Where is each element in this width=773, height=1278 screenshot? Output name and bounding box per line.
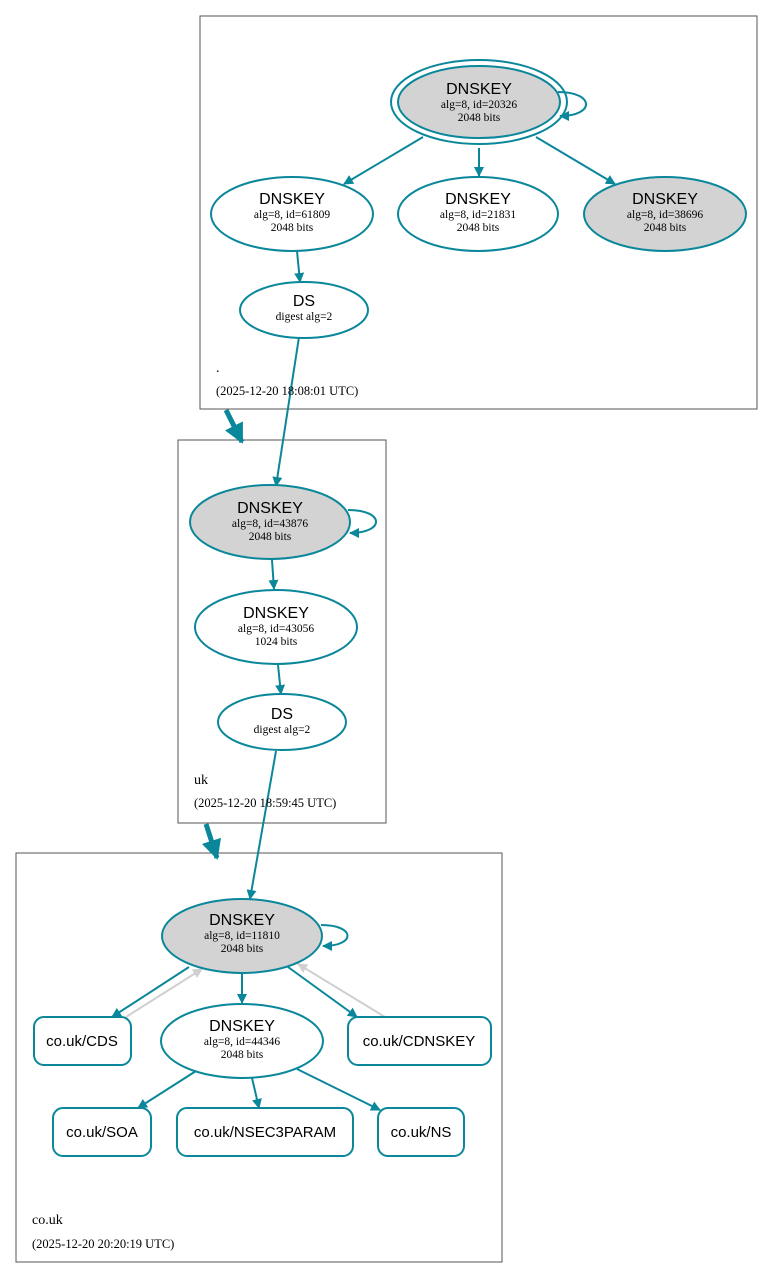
couk-soa-node[interactable]: co.uk/SOA — [52, 1107, 152, 1157]
root-ksk-node[interactable]: DNSKEY alg=8, id=20326 2048 bits — [390, 59, 568, 145]
root-ds-shape — [239, 281, 369, 339]
couk-cdnskey-label: co.uk/CDNSKEY — [363, 1033, 476, 1050]
edge-root-ksk-zsk1 — [343, 136, 424, 185]
couk-ksk-node[interactable]: DNSKEY alg=8, id=11810 2048 bits — [161, 898, 323, 974]
couk-ns-shape — [377, 1107, 465, 1157]
couk-ksk-bits: 2048 bits — [221, 943, 264, 955]
uk-ds-shape — [217, 693, 347, 751]
edge-root-ds-uk-ksk — [272, 336, 300, 487]
root-ksk-title: DNSKEY — [446, 81, 512, 98]
root-ksk2-node[interactable]: DNSKEY alg=8, id=38696 2048 bits — [583, 176, 747, 252]
edge-root-zsk1-ds — [294, 250, 305, 283]
edge-couk-zsk-soa — [137, 1070, 197, 1109]
couk-nsec3param-node[interactable]: co.uk/NSEC3PARAM — [176, 1107, 354, 1157]
zone-uk-label: uk — [194, 773, 208, 788]
root-ds-node[interactable]: DS digest alg=2 — [239, 281, 369, 339]
couk-zsk-title: DNSKEY — [209, 1018, 275, 1035]
uk-zsk-id: alg=8, id=43056 — [238, 623, 314, 635]
zone-root-box — [199, 15, 758, 410]
zone-uk-timestamp: (2025-12-20 18:59:45 UTC) — [194, 796, 336, 810]
couk-ns-label: co.uk/NS — [391, 1124, 452, 1141]
root-zsk1-id: alg=8, id=61809 — [254, 209, 330, 221]
couk-ksk-shape — [161, 898, 323, 974]
root-zsk2-bits: 2048 bits — [457, 222, 500, 234]
delegation-arrow-uk-couk — [201, 823, 221, 860]
edge-uk-zsk-ds — [275, 664, 286, 695]
couk-zsk-shape — [160, 1003, 324, 1079]
couk-nsec3param-shape — [176, 1107, 354, 1157]
couk-cds-node[interactable]: co.uk/CDS — [33, 1016, 132, 1066]
uk-zsk-node[interactable]: DNSKEY alg=8, id=43056 1024 bits — [194, 589, 358, 665]
couk-zsk-id: alg=8, id=44346 — [204, 1036, 280, 1048]
zone-couk-timestamp: (2025-12-20 20:20:19 UTC) — [32, 1237, 174, 1251]
uk-ksk-id: alg=8, id=43876 — [232, 518, 308, 530]
couk-cdnskey-shape — [347, 1016, 492, 1066]
uk-ds-title: DS — [271, 706, 293, 723]
uk-ksk-shape — [189, 484, 351, 560]
couk-soa-label: co.uk/SOA — [66, 1124, 138, 1141]
root-zsk1-title: DNSKEY — [259, 191, 325, 208]
couk-cds-shape — [33, 1016, 132, 1066]
zone-uk-box — [177, 439, 387, 824]
root-ksk2-title: DNSKEY — [632, 191, 698, 208]
edge-couk-ksk-cdnskey — [287, 966, 358, 1018]
root-zsk1-shape — [210, 176, 374, 252]
zone-couk-label: co.uk — [32, 1213, 63, 1228]
root-zsk1-bits: 2048 bits — [271, 222, 314, 234]
root-zsk2-node[interactable]: DNSKEY alg=8, id=21831 2048 bits — [397, 176, 559, 252]
uk-ds-digest: digest alg=2 — [254, 724, 311, 736]
delegation-arrow-root-uk — [223, 408, 245, 444]
root-zsk2-shape — [397, 176, 559, 252]
zone-root-label: . — [216, 361, 220, 376]
zone-root-timestamp: (2025-12-20 18:08:01 UTC) — [216, 384, 358, 398]
couk-soa-shape — [52, 1107, 152, 1157]
root-ds-digest: digest alg=2 — [276, 311, 333, 323]
root-ksk2-shape — [583, 176, 747, 252]
couk-ksk-id: alg=8, id=11810 — [204, 930, 280, 942]
edge-root-ksk-self — [557, 91, 587, 121]
root-ksk-shape — [397, 65, 561, 139]
edge-root-ksk-ksk2 — [535, 136, 616, 185]
uk-ksk-bits: 2048 bits — [249, 531, 292, 543]
root-zsk1-node[interactable]: DNSKEY alg=8, id=61809 2048 bits — [210, 176, 374, 252]
root-ksk-bits: 2048 bits — [458, 112, 501, 124]
uk-zsk-shape — [194, 589, 358, 665]
edge-uk-ds-couk-ksk — [246, 750, 277, 900]
root-ds-title: DS — [293, 293, 315, 310]
edge-couk-ksk-self — [320, 924, 349, 951]
root-ksk2-id: alg=8, id=38696 — [627, 209, 703, 221]
uk-ksk-title: DNSKEY — [237, 500, 303, 517]
edge-couk-ksk-cds — [111, 966, 190, 1018]
uk-ds-node[interactable]: DS digest alg=2 — [217, 693, 347, 751]
couk-cdnskey-node[interactable]: co.uk/CDNSKEY — [347, 1016, 492, 1066]
edge-couk-cdnskey-ksk — [297, 963, 386, 1018]
couk-cds-label: co.uk/CDS — [46, 1033, 118, 1050]
couk-zsk-node[interactable]: DNSKEY alg=8, id=44346 2048 bits — [160, 1003, 324, 1079]
root-zsk2-title: DNSKEY — [445, 191, 511, 208]
uk-zsk-bits: 1024 bits — [255, 636, 298, 648]
uk-ksk-node[interactable]: DNSKEY alg=8, id=43876 2048 bits — [189, 484, 351, 560]
root-ksk-id: alg=8, id=20326 — [441, 99, 517, 111]
edge-uk-ksk-self — [347, 509, 377, 538]
root-zsk2-id: alg=8, id=21831 — [440, 209, 516, 221]
couk-ns-node[interactable]: co.uk/NS — [377, 1107, 465, 1157]
couk-ksk-title: DNSKEY — [209, 912, 275, 929]
couk-zsk-bits: 2048 bits — [221, 1049, 264, 1061]
root-ksk2-bits: 2048 bits — [644, 222, 687, 234]
edge-couk-cds-ksk — [125, 968, 203, 1018]
edge-couk-zsk-ns — [296, 1068, 381, 1111]
uk-zsk-title: DNSKEY — [243, 605, 309, 622]
root-ksk-outer-ring — [390, 59, 568, 145]
edge-couk-zsk-nsec3param — [251, 1077, 262, 1109]
couk-nsec3param-label: co.uk/NSEC3PARAM — [194, 1124, 336, 1141]
edge-uk-ksk-zsk — [268, 559, 279, 590]
